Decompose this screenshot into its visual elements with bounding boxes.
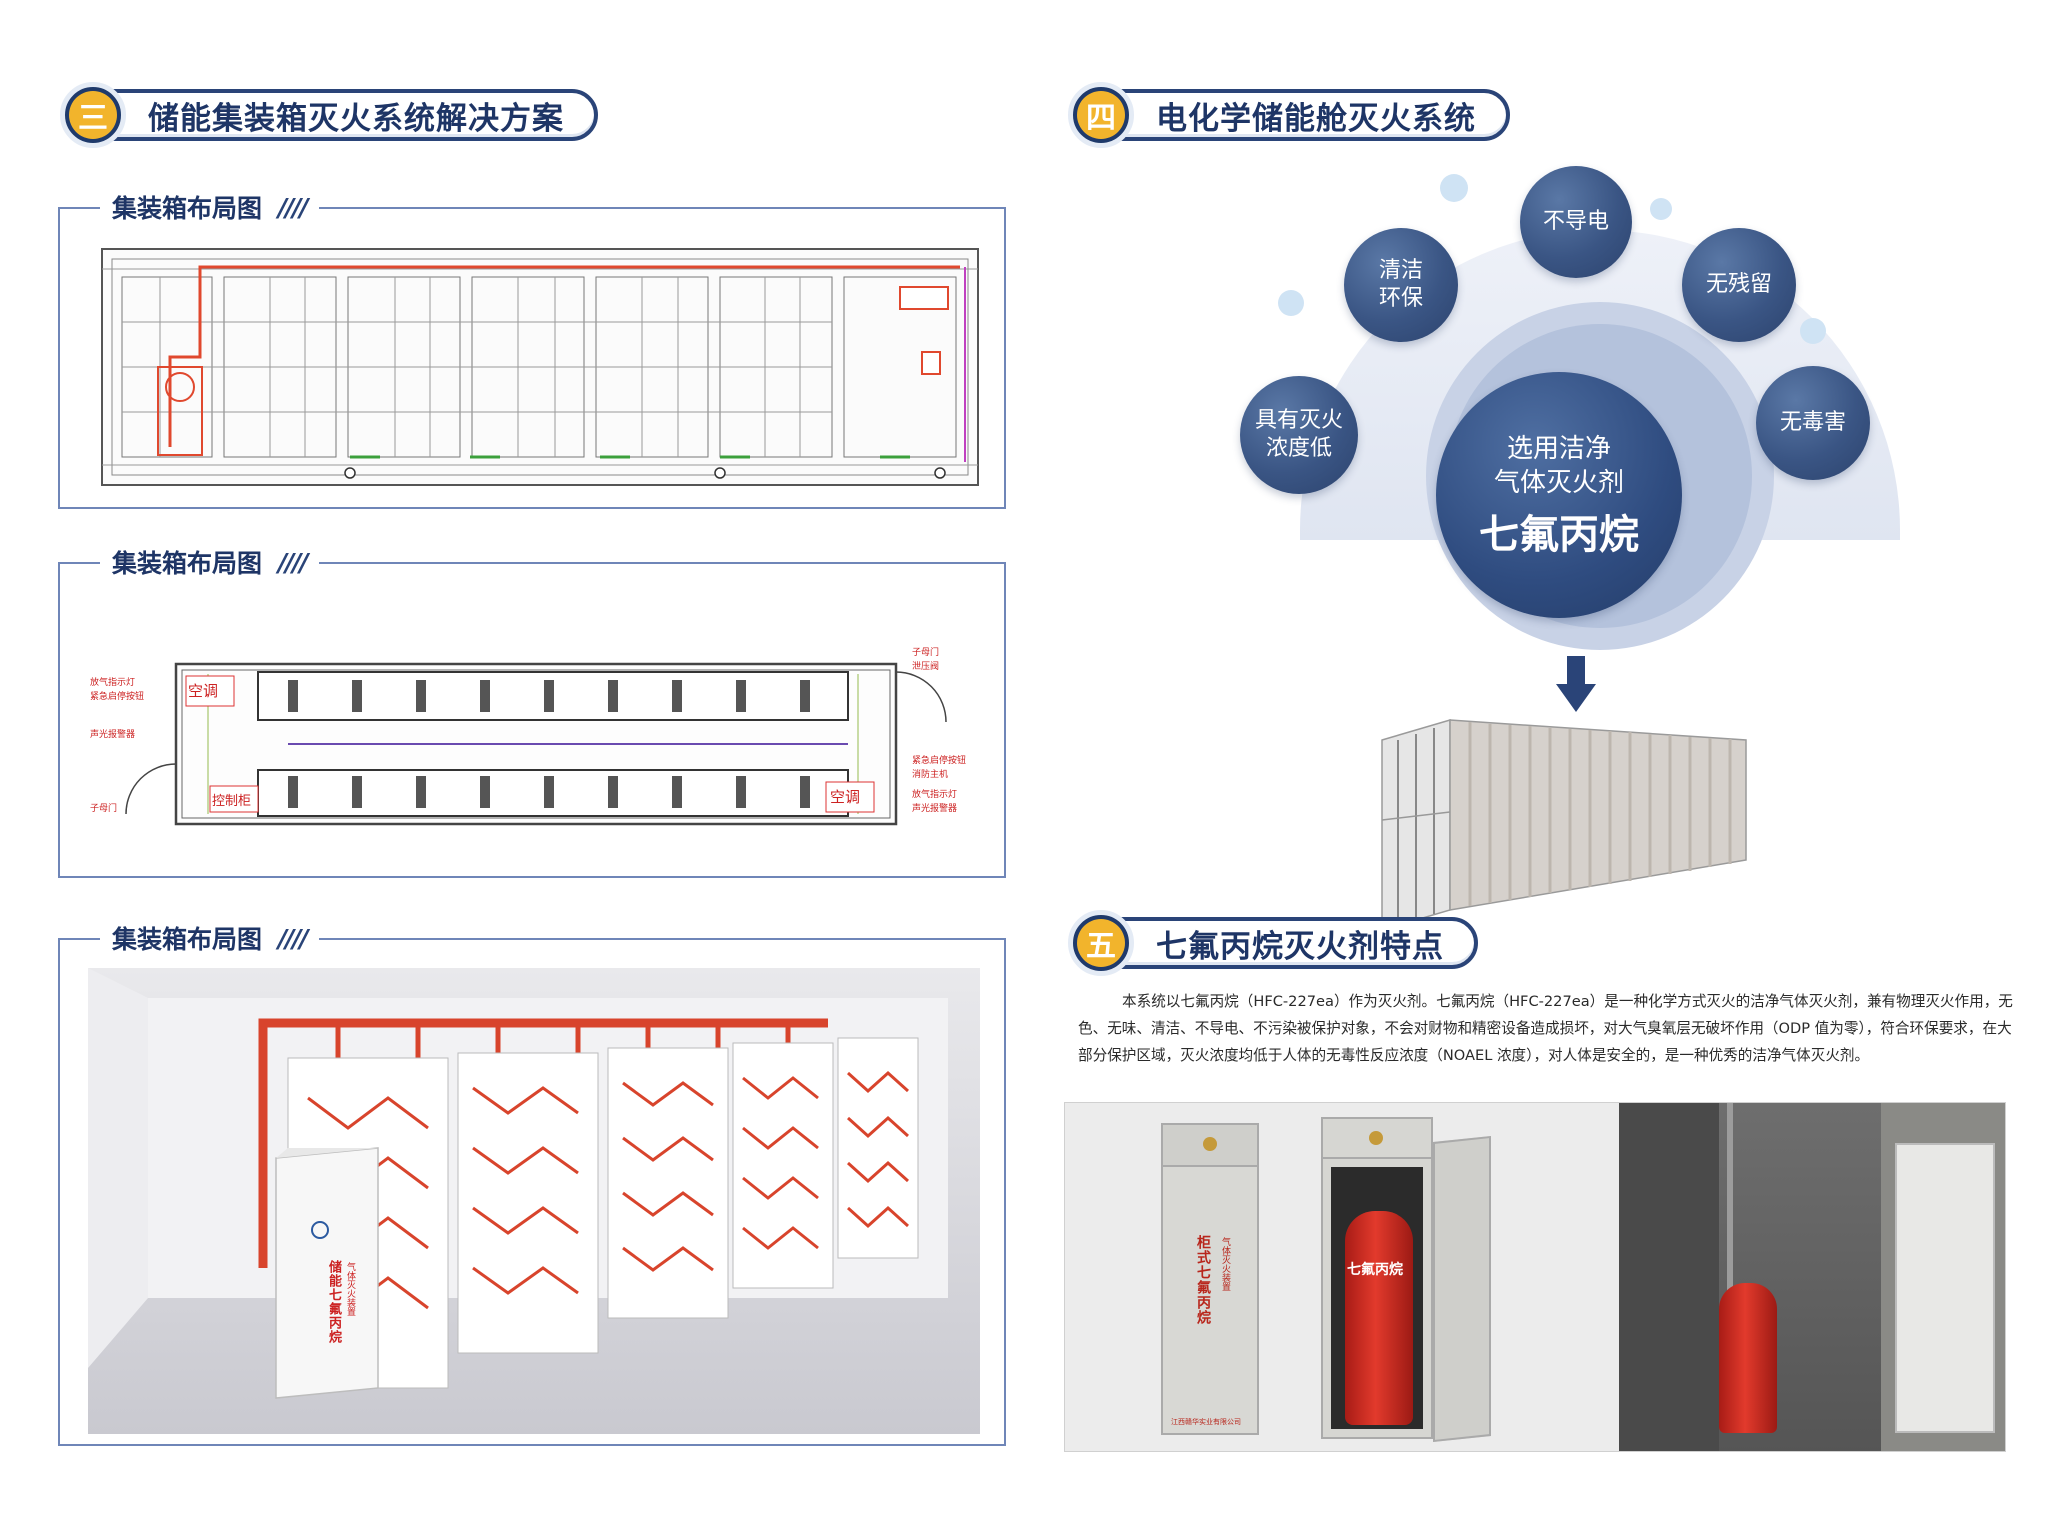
feature-bubble-non-conductive: 不导电 (1520, 166, 1632, 278)
section-title-pill: 电化学储能舱灭火系统 (1108, 89, 1510, 141)
slash-decoration: //// (278, 192, 308, 222)
section-4-header: 四 电化学储能舱灭火系统 (1068, 82, 1510, 148)
section-title: 七氟丙烷灭火剂特点 (1156, 928, 1444, 965)
installed-cylinder (1719, 1283, 1777, 1433)
cabinet-company: 江西赣华实业有限公司 (1171, 1418, 1241, 1426)
installed-room-photo (1619, 1103, 2005, 1451)
render-cabinet-label: 储能七氟丙烷 (326, 1260, 341, 1344)
section-title-pill: 储能集装箱灭火系统解决方案 (100, 89, 598, 141)
container-3d-render (88, 968, 980, 1434)
product-photo-strip: 柜式七氟丙烷 气体灭火装置 江西赣华实业有限公司 七氟丙烷 (1064, 1102, 2006, 1452)
plan-ac-right: 空调 (830, 788, 861, 806)
section-number-badge: 三 (60, 82, 126, 148)
section-title-pill: 七氟丙烷灭火剂特点 (1108, 917, 1478, 969)
container-elevation-drawing (101, 248, 979, 486)
red-cylinder (1345, 1211, 1413, 1425)
layout-frame-3: 集装箱布局图 //// (58, 920, 1006, 1446)
frame-title: 集装箱布局图 //// (100, 189, 319, 225)
decor-dot (1650, 198, 1672, 220)
section-title: 电化学储能舱灭火系统 (1156, 100, 1476, 137)
shipping-container-image (1381, 718, 1747, 930)
center-bubble: 选用洁净 气体灭火剂 七氟丙烷 (1436, 372, 1682, 618)
frame-title: 集装箱布局图 //// (100, 544, 319, 580)
layout-frame-1: 集装箱布局图 //// (58, 189, 1006, 509)
feature-bubble-non-toxic: 无毒害 (1756, 366, 1870, 480)
description-paragraph: 本系统以七氟丙烷（HFC-227ea）作为灭火剂。七氟丙烷（HFC-227ea）… (1078, 993, 2013, 1064)
plan-control-cabinet: 控制柜 (212, 794, 252, 809)
plan-right-labels: 子母门 泄压阀 紧急启停按钮 消防主机 放气指示灯 声光报警器 (912, 648, 967, 814)
cabinet-vertical-label: 柜式七氟丙烷 (1195, 1235, 1211, 1325)
section-title: 储能集装箱灭火系统解决方案 (148, 100, 564, 137)
section-number-badge: 四 (1068, 82, 1134, 148)
render-cabinet-sub: 气体灭火装置 (345, 1262, 355, 1316)
down-arrow-icon (1556, 656, 1596, 712)
frame-title: 集装箱布局图 //// (100, 920, 319, 956)
section-5-header: 五 七氟丙烷灭火剂特点 (1068, 910, 1478, 976)
open-cabinet-photo: 七氟丙烷 (1321, 1117, 1433, 1439)
slash-decoration: //// (278, 923, 308, 953)
plan-ac-left: 空调 (188, 682, 219, 700)
decor-dot (1440, 174, 1468, 202)
decor-dot (1800, 318, 1826, 344)
slash-decoration: //// (278, 547, 308, 577)
layout-frame-2: 集装箱布局图 //// 空调 空调 控制柜 放气指示灯 紧急启停按钮 声光报警器 (58, 544, 1006, 878)
cylinder-label: 七氟丙烷 (1347, 1262, 1403, 1278)
feature-bubble-clean: 清洁 环保 (1344, 228, 1458, 342)
decor-dot (1278, 290, 1304, 316)
section-3-header: 三 储能集装箱灭火系统解决方案 (60, 82, 598, 148)
feature-bubble-no-residue: 无残留 (1682, 228, 1796, 342)
closed-cabinet-photo: 柜式七氟丙烷 气体灭火装置 江西赣华实业有限公司 (1161, 1123, 1259, 1435)
cabinet-door (1433, 1135, 1491, 1443)
cabinet-vertical-sub: 气体灭火装置 (1220, 1237, 1230, 1291)
feature-bubble-low-concentration: 具有灭火 浓度低 (1240, 376, 1358, 494)
plan-left-labels: 放气指示灯 紧急启停按钮 声光报警器 子母门 (90, 678, 145, 814)
section-number-badge: 五 (1068, 910, 1134, 976)
container-floor-plan-drawing (125, 662, 947, 826)
